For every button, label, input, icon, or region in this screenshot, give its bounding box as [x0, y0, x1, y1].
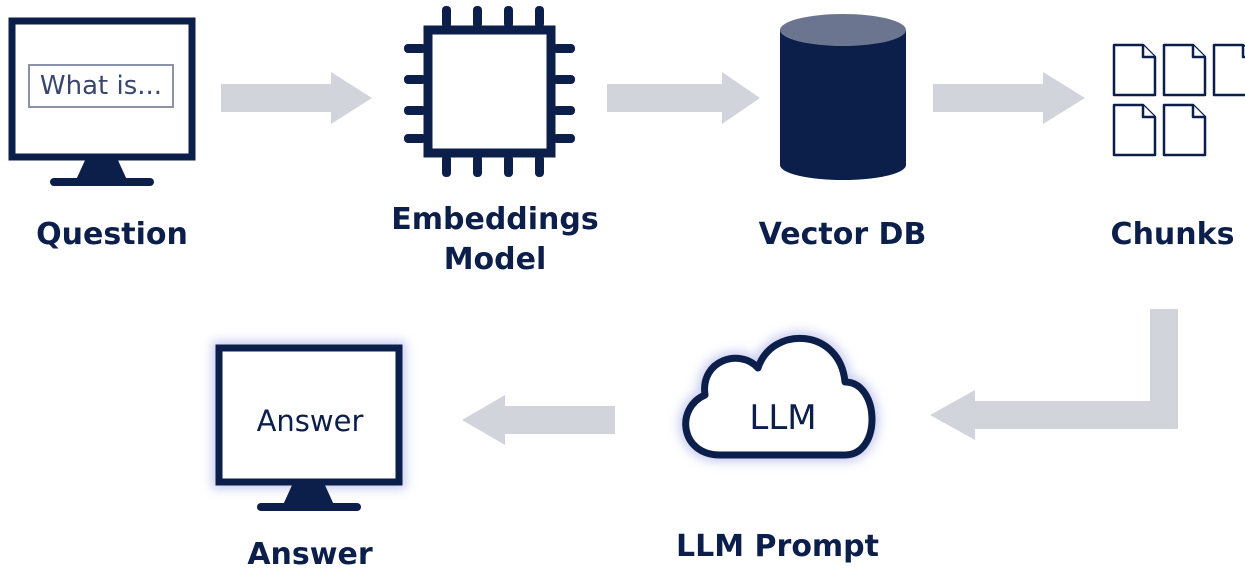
arrow-embeddings-to-vectordb [607, 72, 760, 124]
documents-icon [1112, 43, 1245, 157]
arrow-question-to-embeddings [221, 72, 372, 124]
llm-cloud-text: LLM [749, 398, 817, 438]
vector-db-label: Vector DB [758, 217, 927, 252]
answer-screen-text: Answer [256, 404, 364, 438]
embeddings-label-line2: Model [443, 242, 547, 277]
llm-prompt-label: LLM Prompt [676, 529, 879, 564]
arrow-llm-to-answer [462, 395, 615, 445]
embeddings-label-line1: Embeddings [391, 202, 599, 237]
arrow-vectordb-to-chunks [933, 72, 1085, 124]
chunks-label: Chunks [1110, 217, 1235, 252]
answer-monitor-icon [212, 341, 406, 511]
answer-label: Answer [247, 537, 373, 572]
chip-icon [404, 6, 575, 177]
question-label: Question [36, 217, 188, 252]
arrow-chunks-to-llm [930, 309, 1178, 440]
database-cylinder-icon [780, 14, 906, 180]
cloud-icon [678, 331, 879, 462]
question-input-field: What is... [28, 64, 174, 108]
